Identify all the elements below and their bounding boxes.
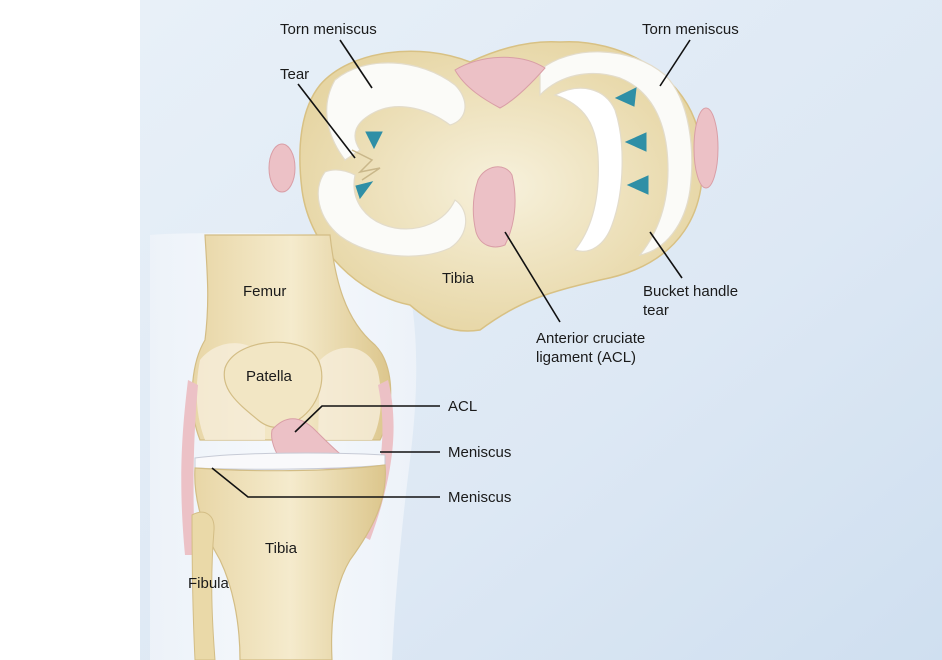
medial-collateral-ligament xyxy=(360,380,394,540)
bucket-handle-fragment xyxy=(553,87,623,252)
label-acl-full-line1: Anterior cruciate xyxy=(536,330,645,347)
label-bucket-handle-line2: tear xyxy=(643,302,669,319)
leader-torn-meniscus-left xyxy=(339,39,373,89)
label-tear: Tear xyxy=(280,66,309,83)
label-torn-meniscus-left: Torn meniscus xyxy=(280,21,377,38)
tear-gap xyxy=(351,149,381,181)
left-meniscus xyxy=(326,62,466,161)
label-femur: Femur xyxy=(243,283,286,300)
direction-arrows xyxy=(355,87,649,200)
acl-stump xyxy=(472,166,516,248)
posterior-ligament xyxy=(454,56,546,109)
leader-torn-meniscus-right xyxy=(659,39,691,87)
left-meniscus-lower xyxy=(317,169,467,257)
label-bucket-handle-line1: Bucket handle xyxy=(643,283,738,300)
arrow-up-icon xyxy=(365,131,383,150)
arrow-left-icon-2 xyxy=(624,132,647,152)
left-attachment xyxy=(268,143,296,193)
label-patella: Patella xyxy=(246,368,293,385)
lateral-collateral-ligament xyxy=(181,380,198,555)
knee-front-view xyxy=(181,234,394,660)
label-tibia-bottom: Tibia xyxy=(265,540,298,557)
label-fibula: Fibula xyxy=(188,575,230,592)
label-tibia-top: Tibia xyxy=(442,270,475,287)
white-margin xyxy=(0,0,140,660)
right-meniscus xyxy=(539,51,693,256)
label-acl-full-line2: ligament (ACL) xyxy=(536,349,636,366)
fibula xyxy=(191,511,216,660)
tibial-plateau-top-view xyxy=(268,40,719,332)
leader-acl-top xyxy=(504,231,561,323)
leader-meniscus-lower xyxy=(211,467,440,498)
patella xyxy=(223,341,323,429)
label-meniscus-lower: Meniscus xyxy=(448,489,511,506)
leader-bucket-handle xyxy=(649,231,683,279)
leader-tear xyxy=(297,83,356,159)
labels: Torn meniscus Torn meniscus Tear Tibia B… xyxy=(188,21,739,592)
leader-acl-front xyxy=(294,405,440,433)
arrow-down-icon xyxy=(355,181,374,200)
meniscus-band xyxy=(194,452,386,470)
femoral-condyle-right xyxy=(318,347,381,440)
arrow-left-icon xyxy=(614,87,637,107)
right-attachment xyxy=(693,107,719,189)
leader-lines xyxy=(211,39,691,498)
arrow-left-icon-3 xyxy=(626,175,649,195)
label-acl: ACL xyxy=(448,398,477,415)
tibia xyxy=(194,464,386,660)
label-meniscus-upper: Meniscus xyxy=(448,444,511,461)
label-torn-meniscus-right: Torn meniscus xyxy=(642,21,739,38)
